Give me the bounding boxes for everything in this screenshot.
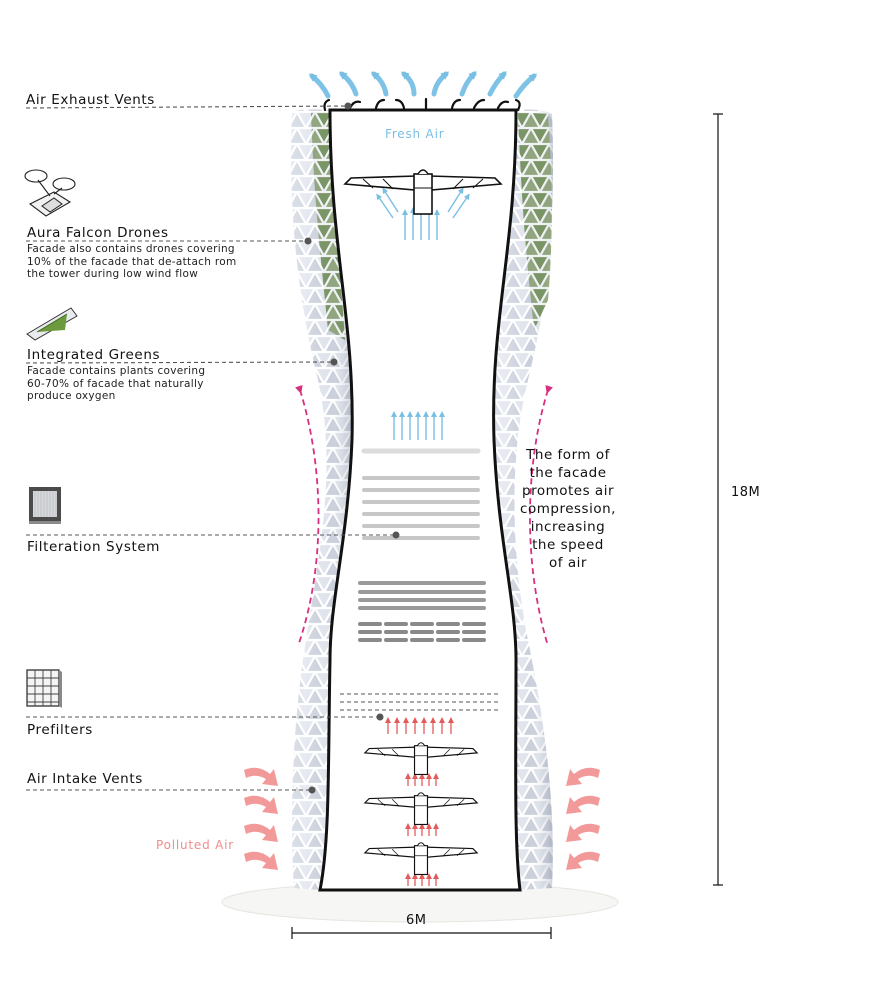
label-width-dimension: 6M: [406, 913, 427, 928]
desc-integrated-greens: Facade contains plants covering 60-70% o…: [27, 365, 206, 402]
greens-panel-icon: [26, 307, 78, 341]
prefilter-grid-icon: [26, 669, 62, 708]
fan-rotor: [363, 792, 479, 826]
prefilter-lines: [340, 693, 500, 711]
fan-rotor: [363, 742, 479, 776]
fan-rotor-icon: [343, 169, 503, 876]
tower-facade: [291, 109, 553, 891]
label-prefilters: Prefilters: [27, 722, 93, 738]
compression-arrow-left: [294, 384, 320, 647]
filtration-bands: [358, 448, 488, 642]
label-integrated-greens: Integrated Greens: [27, 347, 161, 363]
label-aura-falcon-drones: Aura Falcon Drones: [27, 225, 169, 241]
fan-rotor: [363, 842, 479, 876]
fan-rotor: [343, 169, 503, 215]
leader-lines: [25, 105, 396, 791]
intake-arrow: [566, 823, 600, 842]
desc-aura-falcon-drones: Facade also contains drones covering 10%…: [27, 243, 237, 280]
label-air-intake-vents: Air Intake Vents: [27, 771, 143, 787]
intake-arrow: [566, 851, 600, 870]
drone-icon: [24, 169, 76, 217]
label-fresh-air: Fresh Air: [385, 127, 445, 141]
mid-fresh-air-arrows: [391, 411, 445, 440]
intake-arrow: [244, 795, 278, 814]
intake-arrow: [566, 795, 600, 814]
label-filteration-system: Filteration System: [27, 539, 160, 555]
label-height-dimension: 18M: [731, 485, 761, 500]
intake-arrow: [244, 823, 278, 842]
intake-arrow: [244, 851, 278, 870]
leader-dots: [304, 102, 400, 794]
fresh-air-exhaust-arrows: [308, 71, 538, 99]
filter-block-icon: [29, 487, 61, 524]
intake-arrow: [566, 767, 600, 786]
height-dimension-line: [713, 113, 723, 886]
label-air-exhaust-vents: Air Exhaust Vents: [26, 92, 155, 108]
compression-arrow-right: [529, 384, 554, 647]
label-polluted-air: Polluted Air: [156, 838, 235, 852]
intake-arrow: [244, 767, 278, 786]
width-dimension-line: [291, 927, 552, 939]
polluted-air-upflow-arrows: [385, 717, 454, 886]
fresh-air-upflow-arrows: [376, 187, 470, 240]
exhaust-vents: [323, 97, 521, 112]
polluted-air-intake-arrows: [244, 767, 600, 870]
compression-annotation: The form of the facade promotes air comp…: [520, 447, 616, 571]
